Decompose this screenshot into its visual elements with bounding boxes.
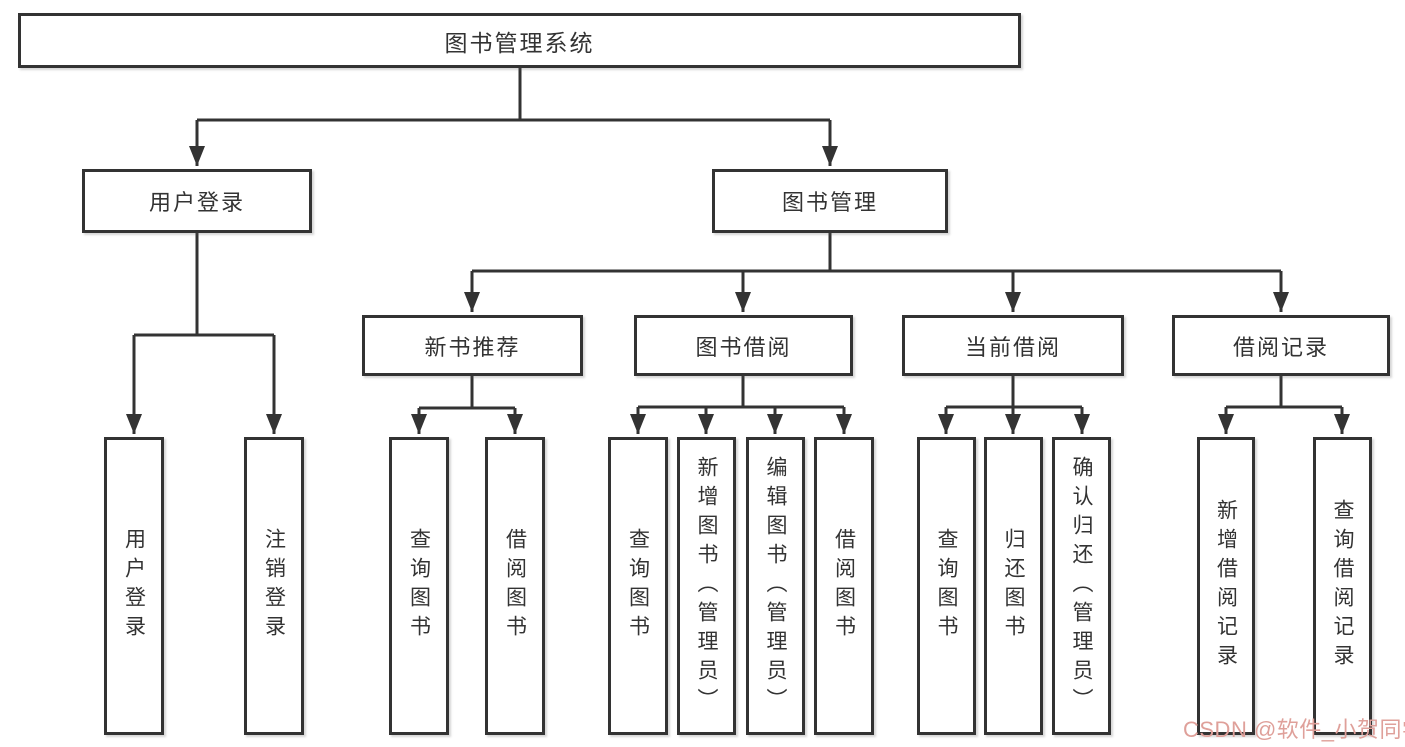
leaf-logout: 注销登录 [244, 437, 304, 735]
node-book-borrow-label: 图书借阅 [695, 334, 792, 360]
leaf-user-login-label: 用户登录 [122, 528, 146, 644]
leaf-user-login: 用户登录 [104, 437, 164, 735]
node-book-management: 图书管理 [712, 169, 948, 233]
leaf-edit-books-admin-label: 编辑图书（管理员） [764, 455, 787, 717]
leaf-edit-books-admin: 编辑图书（管理员） [746, 437, 805, 735]
node-user-login: 用户登录 [82, 169, 312, 233]
node-root-label: 图书管理系统 [444, 29, 595, 56]
leaf-return-books: 归还图书 [984, 437, 1043, 735]
leaf-return-books-label: 归还图书 [1002, 528, 1025, 644]
node-borrow-record: 借阅记录 [1172, 315, 1390, 376]
leaf-add-borrow-record: 新增借阅记录 [1197, 437, 1255, 735]
leaf-borrow-books-1-label: 借阅图书 [503, 528, 527, 644]
node-new-book-recommend-label: 新书推荐 [424, 334, 521, 360]
leaf-borrow-books-2-label: 借阅图书 [832, 528, 856, 644]
leaf-query-books-1-label: 查询图书 [407, 528, 431, 644]
leaf-add-borrow-record-label: 新增借阅记录 [1214, 499, 1238, 673]
leaf-query-borrow-record: 查询借阅记录 [1313, 437, 1372, 735]
leaf-query-books-2: 查询图书 [608, 437, 668, 735]
node-new-book-recommend: 新书推荐 [362, 315, 583, 376]
node-current-borrow-label: 当前借阅 [964, 334, 1061, 360]
node-user-login-label: 用户登录 [148, 190, 245, 215]
node-book-management-label: 图书管理 [781, 190, 878, 215]
leaf-add-books-admin: 新增图书（管理员） [677, 437, 736, 735]
leaf-query-books-1: 查询图书 [389, 437, 449, 735]
leaf-confirm-return-admin-label: 确认归还（管理员） [1070, 455, 1093, 717]
node-root-system: 图书管理系统 [18, 13, 1021, 68]
node-current-borrow: 当前借阅 [902, 315, 1124, 376]
leaf-query-borrow-record-label: 查询借阅记录 [1331, 499, 1354, 673]
leaf-confirm-return-admin: 确认归还（管理员） [1052, 437, 1111, 735]
leaf-query-books-3: 查询图书 [917, 437, 976, 735]
node-book-borrow: 图书借阅 [634, 315, 853, 376]
leaf-logout-label: 注销登录 [262, 528, 286, 644]
leaf-add-books-admin-label: 新增图书（管理员） [695, 455, 718, 717]
csdn-watermark: CSDN @软件_小贺同学 [1183, 717, 1405, 742]
leaf-borrow-books-1: 借阅图书 [485, 437, 545, 735]
node-borrow-record-label: 借阅记录 [1232, 334, 1329, 360]
leaf-query-books-2-label: 查询图书 [626, 528, 650, 644]
leaf-query-books-3-label: 查询图书 [935, 528, 958, 644]
leaf-borrow-books-2: 借阅图书 [814, 437, 874, 735]
